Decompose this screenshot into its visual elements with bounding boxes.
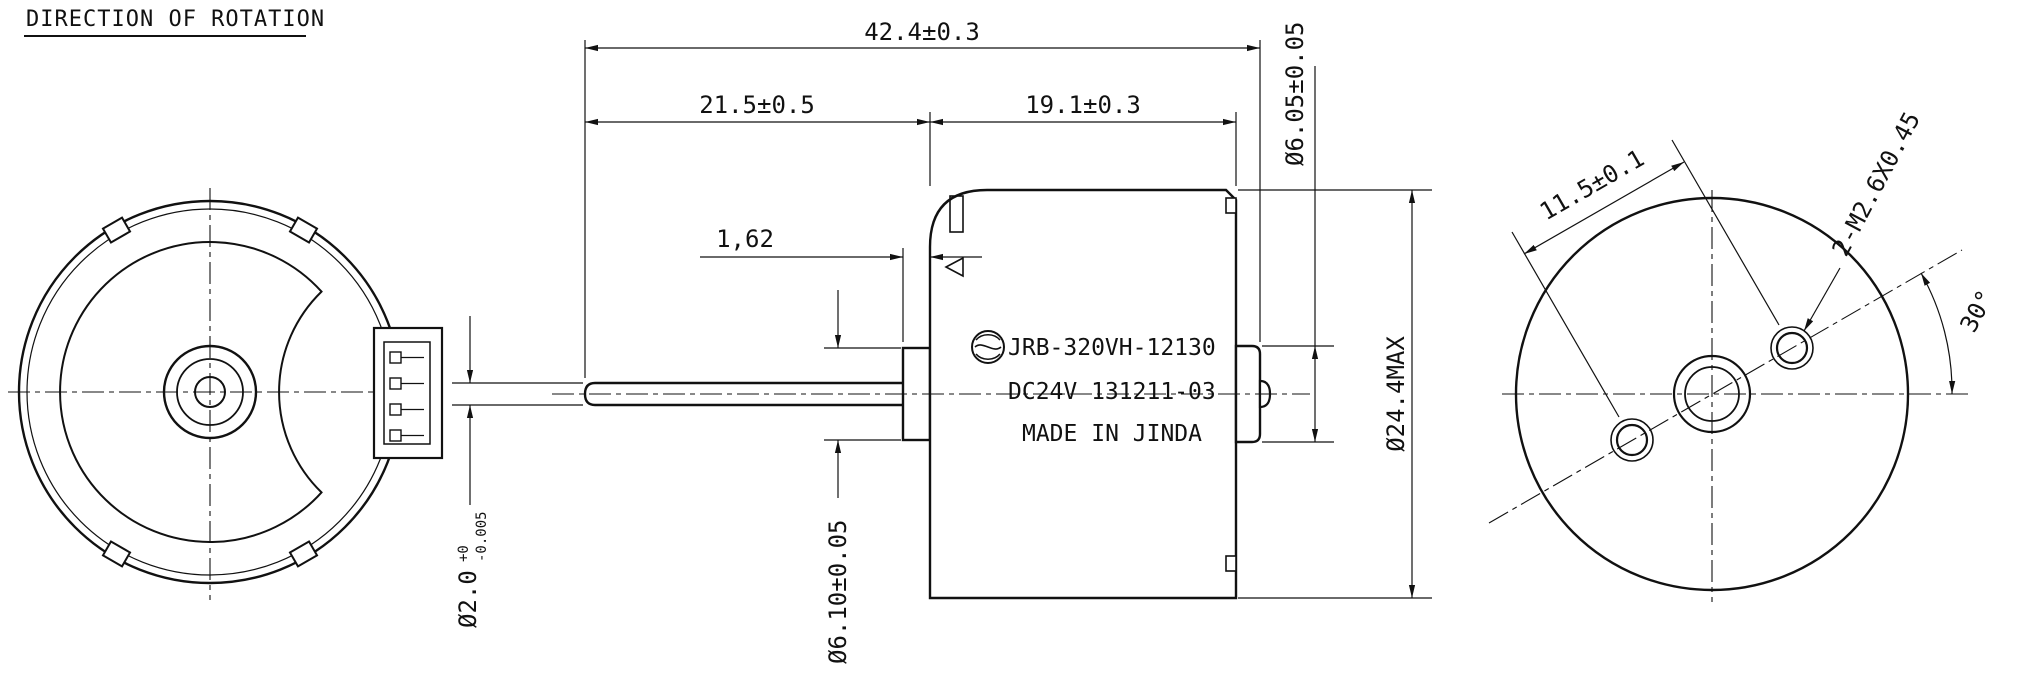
svg-text:2-M2.6X0.45: 2-M2.6X0.45 — [1827, 107, 1926, 260]
front-rim-tabs — [101, 216, 319, 568]
dim-ext-line — [1511, 231, 1620, 418]
nameplate-model: JRB-320VH-12130 — [1008, 335, 1216, 361]
drawing-title: DIRECTION OF ROTATION — [24, 7, 325, 37]
mounting-hole-axis-line — [1488, 249, 1963, 524]
dim-label-angle: 30° — [1955, 285, 2000, 336]
side-view: 42.4±0.3 21.5±0.5 19.1±0.3 1,62 Ø2. — [452, 18, 1432, 664]
dim-shaft-diameter: Ø2.0 +0 -0.005 — [452, 316, 583, 628]
shaft-tolerance-lower: -0.005 — [474, 511, 490, 562]
mounting-hole-bore-circle — [1615, 423, 1649, 457]
body-clip-bottom — [1225, 555, 1237, 572]
mounting-hole-bore-circle — [1775, 331, 1809, 365]
dim-label-body-diameter: Ø24.4MAX — [1382, 336, 1410, 452]
thread-callout: 2-M2.6X0.45 — [1803, 107, 1926, 332]
datum-triangle-icon — [944, 256, 964, 278]
angle-dimension: 30° — [1920, 272, 2000, 395]
mounting-hole-thread-circle — [1770, 326, 1814, 370]
angle-dim-arc — [1920, 272, 1956, 395]
nameplate-voltage-lot: DC24V 131211-03 — [1008, 379, 1216, 405]
connector-pin — [389, 429, 402, 442]
dim-label-boss-length: 1,62 — [716, 225, 774, 253]
nameplate: JRB-320VH-12130 DC24V 131211-03 MADE IN … — [971, 330, 1216, 447]
connector — [372, 326, 444, 460]
dim-rear-boss-diameter: Ø6.05±0.05 — [1262, 22, 1334, 443]
dim-front-boss-diameter: Ø6.10±0.05 — [824, 290, 901, 664]
shaft-tolerance-upper: +0 — [456, 545, 472, 562]
dim-label-body-length: 19.1±0.3 — [1025, 91, 1141, 119]
dim-label-shaft-assembly-length: 21.5±0.5 — [699, 91, 815, 119]
connector-inner-frame — [383, 341, 431, 445]
svg-text:Ø6.10±0.05: Ø6.10±0.05 — [824, 520, 852, 665]
front-rim-tab — [288, 216, 319, 244]
rear-view: 11.5±0.1 2-M2.6X0.45 30° — [1488, 107, 2000, 602]
svg-text:Ø24.4MAX: Ø24.4MAX — [1382, 336, 1410, 452]
svg-text:Ø2.0: Ø2.0 — [454, 570, 482, 628]
dim-line — [1523, 161, 1685, 255]
dim-ext-line — [1671, 139, 1780, 326]
mounting-hole-thread-circle — [1610, 418, 1654, 462]
leader-line — [1803, 267, 1841, 332]
front-rim-tab — [101, 216, 132, 244]
mounting-hole-upper-right — [1770, 326, 1814, 370]
dim-label-overall-length: 42.4±0.3 — [864, 18, 980, 46]
dim-hole-spacing: 11.5±0.1 — [1511, 139, 1780, 418]
dim-label-thread-spec: 2-M2.6X0.45 — [1827, 107, 1926, 260]
dim-overall-length: 42.4±0.3 — [584, 18, 1261, 378]
nameplate-origin: MADE IN JINDA — [1022, 421, 1202, 447]
dim-label-front-boss-diameter: Ø6.10±0.05 — [824, 520, 852, 665]
svg-text:Ø6.05±0.05: Ø6.05±0.05 — [1281, 22, 1309, 167]
dim-label-shaft-diameter: Ø2.0 +0 -0.005 — [454, 511, 490, 628]
title-text: DIRECTION OF ROTATION — [26, 7, 325, 32]
front-rim-tab — [288, 540, 319, 568]
dim-boss-length: 1,62 — [700, 225, 982, 342]
dim-body-diameter: Ø24.4MAX — [1238, 189, 1432, 599]
front-view — [8, 188, 444, 600]
dim-label-rear-boss-diameter: Ø6.05±0.05 — [1281, 22, 1309, 167]
body-clip-top — [1225, 197, 1237, 214]
dim-shaft-and-body-length: 21.5±0.5 19.1±0.3 — [585, 91, 1237, 186]
mounting-hole-lower-left — [1610, 418, 1654, 462]
body-vent-slot — [949, 195, 964, 233]
front-faceplate-cutout — [59, 241, 323, 543]
connector-pin — [389, 377, 402, 390]
connector-pin — [389, 403, 402, 416]
manufacturer-logo-icon — [971, 330, 1005, 364]
front-rim-tab — [101, 540, 132, 568]
svg-text:30°: 30° — [1955, 285, 2000, 336]
connector-pin — [389, 351, 402, 364]
